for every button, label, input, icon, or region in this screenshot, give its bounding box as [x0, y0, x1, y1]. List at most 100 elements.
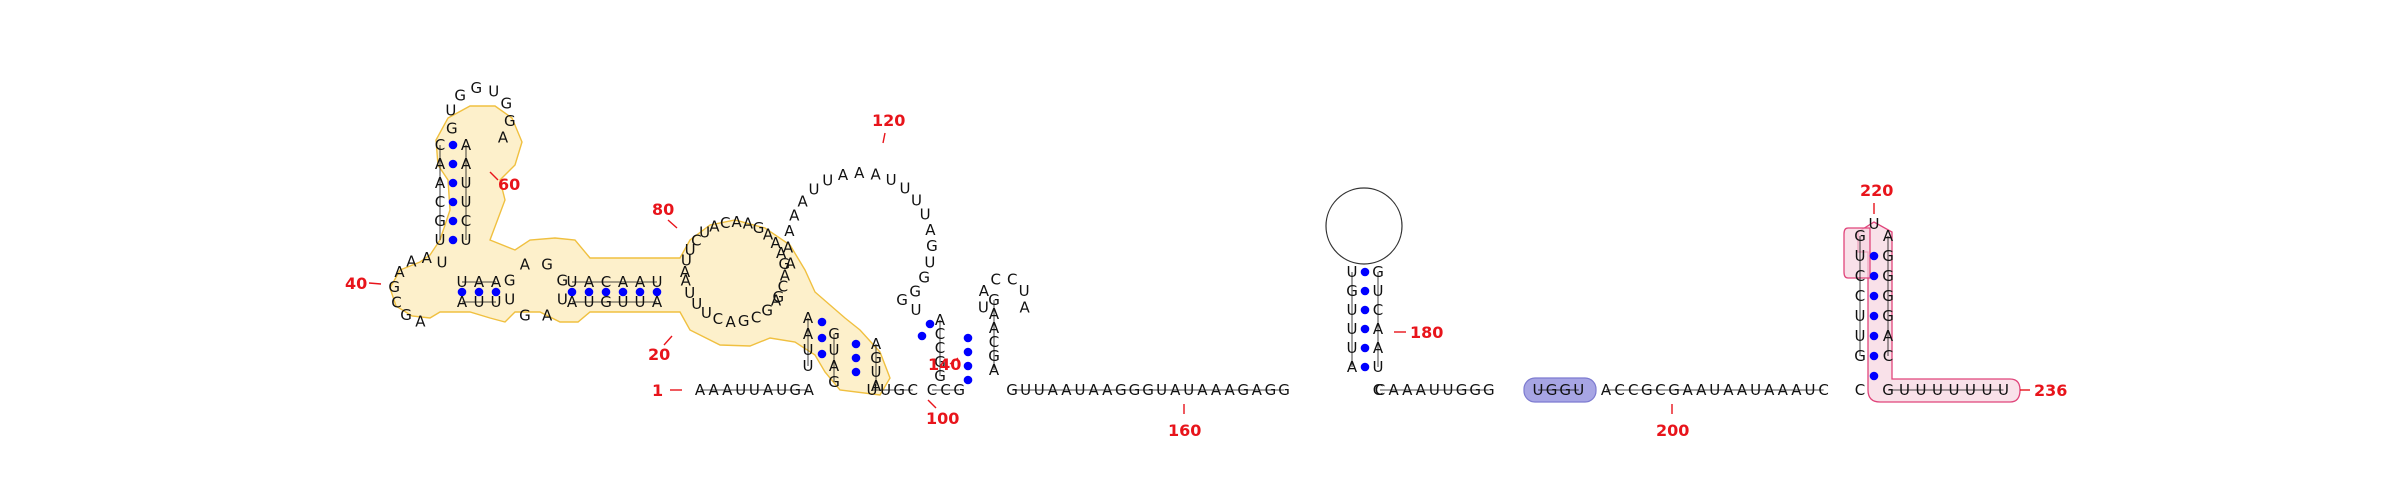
linker-nucleotide: U — [1034, 381, 1045, 399]
base-pair-dot — [1869, 311, 1879, 321]
linker-nucleotide: A — [1197, 381, 1208, 399]
label-80: 80 — [652, 200, 674, 219]
domain-loop-nucleotide: A — [771, 234, 782, 252]
multiloop-nucleotide: G — [896, 291, 908, 309]
five-prime-nucleotide: U — [735, 381, 746, 399]
hairpin-e-nucleotide: C — [1855, 287, 1865, 305]
linker-nucleotide: A — [1737, 381, 1748, 399]
linker-nucleotide: U — [1750, 381, 1761, 399]
domain-left-loop-nucleotide: A — [422, 249, 433, 267]
three-prime-nucleotide: U — [1932, 381, 1943, 399]
hairpin-e-nucleotide: U — [1855, 327, 1866, 345]
stem-a-nucleotide: A — [935, 311, 946, 329]
base-pair-dot — [1869, 371, 1879, 381]
domain-left-loop-nucleotide: A — [406, 253, 417, 271]
hairpin-b-nucleotide: A — [1373, 320, 1384, 338]
domain-bottom-nucleotide: U — [803, 357, 814, 375]
stem-a-nucleotide: C — [989, 333, 999, 351]
three-prime-nucleotide: U — [1982, 381, 1993, 399]
domain-loop-nucleotide: G — [772, 288, 784, 306]
base-pair-dot — [851, 367, 861, 377]
domain-loop-nucleotide: G — [738, 312, 750, 330]
domain-vstem-nucleotide: A — [461, 155, 472, 173]
linker-nucleotide: A — [1764, 381, 1775, 399]
multiloop-nucleotide: A — [854, 164, 865, 182]
linker-nucleotide: G — [1129, 381, 1141, 399]
label-40-tick — [368, 282, 382, 285]
stem-a-loop-nucleotide: U — [1019, 282, 1030, 300]
linker-nucleotide: G — [1641, 381, 1653, 399]
hairpin-b-nucleotide: U — [1373, 282, 1384, 300]
domain-bulge-nucleotide: G — [556, 271, 568, 289]
domain-vstem-nucleotide: A — [461, 136, 472, 154]
base-pair-dot — [448, 197, 458, 207]
linker-nucleotide: U — [1805, 381, 1816, 399]
domain-stem-nucleotide: G — [600, 293, 612, 311]
label-80-tick — [667, 219, 678, 229]
linker-nucleotide: A — [1601, 381, 1612, 399]
linker-nucleotide: U — [1429, 381, 1440, 399]
multiloop-nucleotide: G — [909, 282, 921, 300]
multiloop-nucleotide: A — [784, 222, 795, 240]
stem-a-loop-nucleotide: A — [979, 282, 990, 300]
label-60: 60 — [498, 175, 520, 194]
base-pair-dot — [1360, 343, 1370, 353]
domain-top-loop-nucleotide: G — [446, 119, 458, 137]
yellow-highlight-domain — [389, 105, 891, 396]
domain-bottom-nucleotide: G — [870, 349, 882, 367]
domain-loop-nucleotide: A — [732, 213, 743, 231]
linker-nucleotide: A — [1723, 381, 1734, 399]
domain-top-loop-nucleotide: U — [445, 102, 456, 120]
domain-vstem-nucleotide: C — [435, 193, 445, 211]
linker-nucleotide: C — [1655, 381, 1665, 399]
base-pair-dot — [1360, 324, 1370, 334]
domain-left-loop-nucleotide: G — [388, 278, 400, 296]
three-prime-nucleotide: U — [1998, 381, 2009, 399]
domain-stem-nucleotide: U — [457, 273, 468, 291]
domain-stem-nucleotide: U — [474, 293, 485, 311]
label-20: 20 — [648, 345, 670, 364]
domain-bottom-nucleotide: A — [803, 309, 814, 327]
highlighted-nucleotide: U — [1533, 381, 1544, 399]
highlighted-nucleotide: G — [1546, 381, 1558, 399]
hairpin-e-nucleotide: G — [1854, 227, 1866, 245]
domain-left-loop-nucleotide: C — [391, 293, 401, 311]
domain-top-loop-nucleotide: G — [504, 112, 516, 130]
five-prime-nucleotide: G — [789, 381, 801, 399]
stem-nucleotide: C — [940, 381, 950, 399]
base-pair-dot — [1869, 331, 1879, 341]
domain-loop-nucleotide: U — [691, 295, 702, 313]
domain-stem-nucleotide: A — [457, 293, 468, 311]
hairpin-e-nucleotide: U — [1869, 215, 1880, 233]
base-pair-dot — [448, 159, 458, 169]
base-pair-dot — [601, 287, 611, 297]
multiloop-nucleotide: A — [925, 221, 936, 239]
linker-nucleotide: G — [1115, 381, 1127, 399]
domain-loop-nucleotide: C — [778, 278, 788, 296]
backbone-layer — [439, 145, 2004, 391]
linker-nucleotide: A — [1061, 381, 1072, 399]
hairpin-b-nucleotide: U — [1347, 263, 1358, 281]
domain-loop-nucleotide: A — [780, 266, 791, 284]
multiloop-nucleotide: U — [911, 301, 922, 319]
linker-nucleotide: U — [1020, 381, 1031, 399]
linker-nucleotide: G — [1265, 381, 1277, 399]
linker-nucleotide: G — [1006, 381, 1018, 399]
three-prime-nucleotide: G — [1882, 381, 1894, 399]
label-100-tick — [927, 399, 937, 409]
domain-loop-nucleotide: A — [776, 244, 787, 262]
domain-bottom-nucleotide: G — [828, 373, 840, 391]
linker-nucleotide: A — [1696, 381, 1707, 399]
domain-loop-nucleotide: U — [684, 284, 695, 302]
multiloop-nucleotide: A — [789, 207, 800, 225]
domain-bottom-nucleotide: A — [803, 325, 814, 343]
domain-stem-nucleotide: U — [491, 293, 502, 311]
domain-bottom-nucleotide: U — [871, 363, 882, 381]
base-pair-dot — [1360, 362, 1370, 372]
label-100: 100 — [926, 409, 959, 428]
domain-loop-nucleotide: U — [699, 223, 710, 241]
base-pair-dot — [1360, 267, 1370, 277]
linker-nucleotide: U — [1443, 381, 1454, 399]
highlight-layer — [389, 105, 2021, 403]
base-pair-dot — [817, 349, 827, 359]
